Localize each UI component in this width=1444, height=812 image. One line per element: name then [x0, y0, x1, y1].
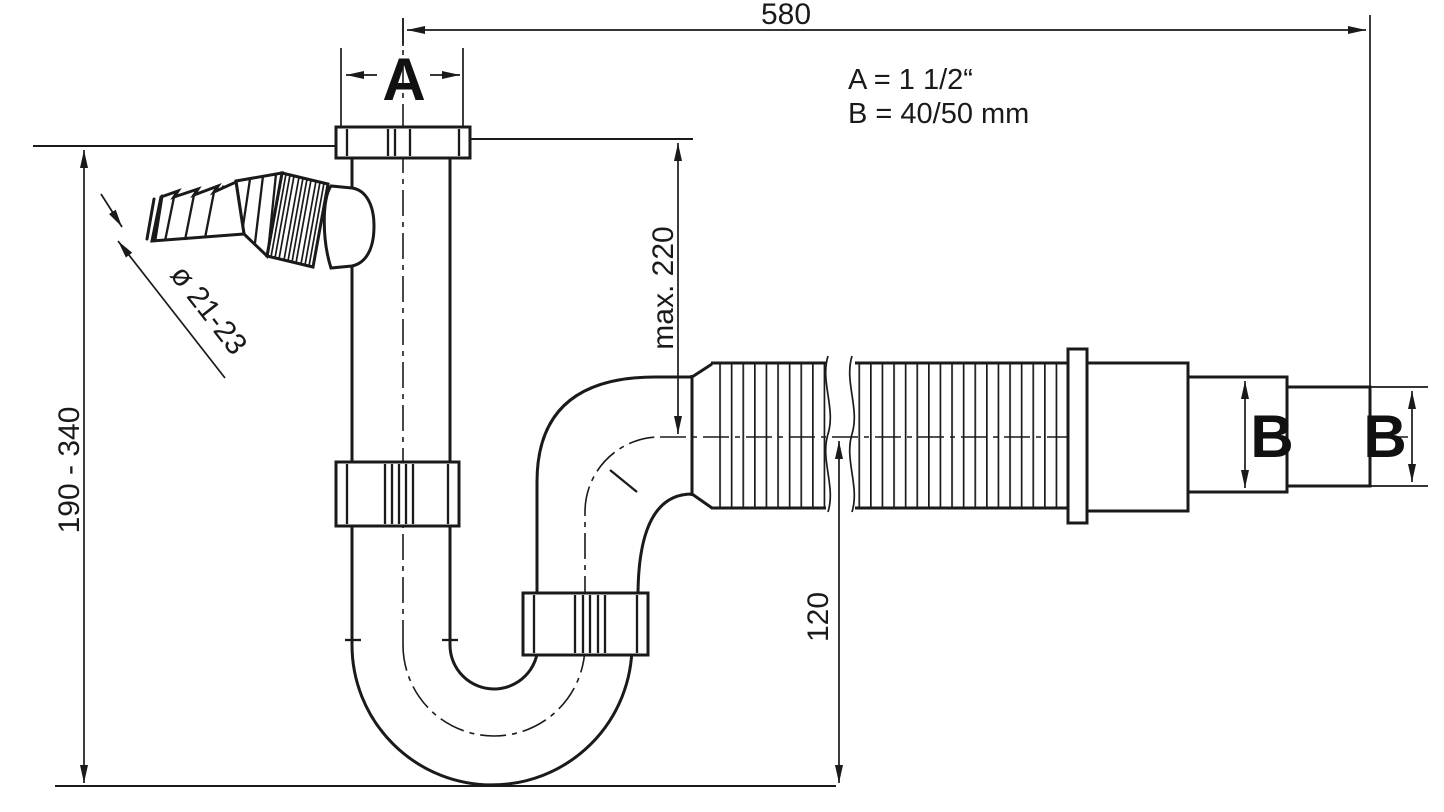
nipple-knurled-nut: [265, 171, 330, 269]
flexible-hose: [711, 355, 1068, 513]
dim-dia-arrow-lower: [117, 240, 226, 379]
sink-flange-nut: [334, 125, 472, 160]
outlet-section-wide: [1085, 361, 1190, 513]
dim-b2-label: B: [1363, 403, 1406, 470]
dim-max220-label: max. 220: [647, 226, 680, 349]
hose-break-line-right: [848, 355, 856, 513]
hose-cone-bottom: [691, 492, 713, 510]
legend: A = 1 1/2“ B = 40/50 mm: [848, 64, 1029, 130]
dim-dia-arrow-upper: [100, 193, 123, 228]
reference-lines: [33, 137, 836, 788]
elbow-centerline: [584, 436, 661, 513]
outlet-section-end: [1285, 385, 1372, 488]
inlet-pipe: [345, 158, 458, 645]
dim-dia-label: ø 21-23: [164, 259, 254, 361]
dimension-A: A: [340, 46, 464, 127]
hose-cone-top: [691, 362, 713, 379]
dimension-max-220: max. 220: [647, 143, 682, 434]
elbow-seam-line: [609, 469, 638, 493]
compression-nut-lower: [521, 591, 650, 657]
dim-580-label: 580: [761, 0, 811, 31]
hose-break-line-left: [824, 355, 832, 513]
dim-b1-label: B: [1250, 403, 1293, 470]
nipple-hose-barb: [145, 179, 246, 243]
dim-a-label: A: [382, 46, 425, 113]
compression-nut-upper: [334, 460, 461, 528]
dishwasher-nipple: [145, 171, 376, 270]
barb-tip-face-inner: [153, 194, 164, 242]
legend-line-b: B = 40/50 mm: [848, 98, 1029, 130]
u-bend-centerline: [402, 644, 586, 737]
dimension-190-340: 190 - 340: [53, 150, 88, 783]
u-bend: [350, 643, 634, 787]
dimension-120: 120: [802, 441, 843, 783]
outlet-section-mid: [1186, 375, 1289, 494]
dimension-B-inner: B: [1241, 381, 1294, 488]
dimension-580: 580: [402, 0, 1371, 486]
outlet-fitting: [1066, 347, 1428, 525]
end-collar: [1066, 347, 1089, 525]
dim-190-340-label: 190 - 340: [53, 407, 86, 534]
dimension-B-outer: B: [1363, 391, 1416, 482]
nipple-elbow: [322, 184, 376, 270]
barb-tip-face-outer: [145, 197, 156, 241]
legend-line-a: A = 1 1/2“: [848, 64, 973, 96]
dim-120-label: 120: [802, 592, 835, 642]
outlet-elbow: [535, 362, 713, 595]
